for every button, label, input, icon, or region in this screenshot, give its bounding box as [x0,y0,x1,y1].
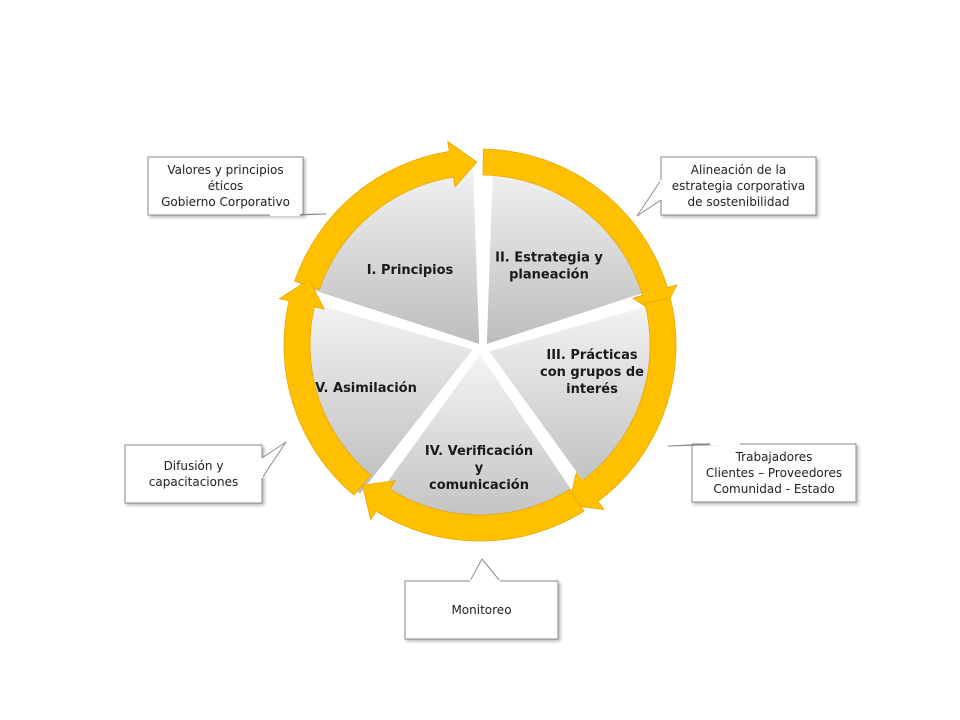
callout-frame [147,156,304,216]
callout-frame [691,443,857,503]
callout-box-2: Alineación de la estrategia corporativa de… [636,156,817,217]
callout-frame [124,444,263,504]
callout-frame [660,156,817,216]
segment-label-4: y [475,461,484,476]
callout-box-4: Monitoreo [404,558,559,640]
cycle-arrow-5 [278,278,372,496]
segment-label-1: I. Principios [367,263,454,278]
callout-text-4: Monitoreo [451,603,511,617]
callout-box-5: Difusión y capacitaciones [124,441,287,504]
segment-label-3: con grupos de [540,365,644,380]
segment-label-3: III. Prácticas [546,348,638,363]
arrows-layer [278,140,678,542]
labels-layer: I. Principios II. Estrategia y planeaciónI… [315,251,644,494]
cycle-arrow-1 [294,140,478,291]
callout-text-1: Valores y principios [167,163,283,177]
callout-text-3: Comunidad - Estado [713,482,834,496]
callout-text-3: Trabajadores [735,450,813,464]
callout-text-2: estrategia corporativa [672,179,805,193]
segment-label-3: interés [566,382,618,397]
segment-label-5: V. Asimilación [315,381,417,396]
callout-text-3: Clientes – Proveedores [706,466,842,480]
segment-label-2: planeación [509,268,589,283]
callout-pointer [469,558,501,582]
segment-label-2: II. Estrategia y [495,251,603,266]
callout-pointer [261,441,287,479]
callout-text-2: de sostenibilidad [688,195,790,209]
callout-text-1: Gobierno Corporativo [161,195,290,209]
callout-text-5: capacitaciones [149,475,238,489]
callout-pointer [636,179,662,217]
segment-label-4: comunicación [429,478,529,493]
segment-label-4: IV. Verificación [425,444,533,459]
callout-text-5: Difusión y [164,459,224,473]
callout-text-2: Alineación de la [691,163,786,177]
callout-frame [404,580,559,640]
callout-text-1: éticos [208,179,244,193]
